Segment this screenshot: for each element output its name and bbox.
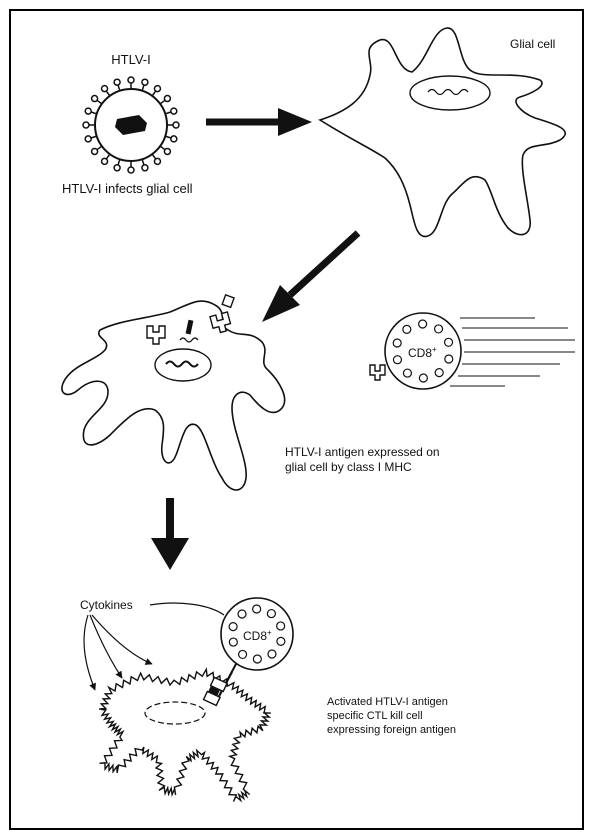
killed-glial-cell-icon: [99, 669, 271, 801]
step2-caption-line2: glial cell by class I MHC: [285, 460, 412, 474]
step2-caption-line1: HTLV-I antigen expressed on: [285, 445, 440, 459]
arrow-express-icon: [262, 233, 358, 322]
step3-caption-line1: Activated HTLV-I antigen: [327, 696, 448, 708]
step3-caption-line3: expressing foreign antigen: [327, 724, 456, 736]
arrow-activate-icon: [151, 498, 189, 570]
virus-label: HTLV-I: [111, 52, 151, 67]
glial-cell-icon: [320, 28, 565, 237]
infected-glial-cell-icon: [62, 295, 285, 490]
step1-caption: HTLV-I infects glial cell: [62, 181, 193, 196]
htlv-virus-icon: [83, 77, 179, 173]
cd8-ctl-icon: [204, 598, 293, 705]
cd8-tcell-icon: [370, 313, 575, 389]
arrow-infect-icon: [206, 108, 312, 136]
step3-caption-line2: specific CTL kill cell: [327, 710, 423, 722]
glial-cell-label: Glial cell: [510, 37, 555, 51]
cytokines-label: Cytokines: [80, 598, 133, 612]
